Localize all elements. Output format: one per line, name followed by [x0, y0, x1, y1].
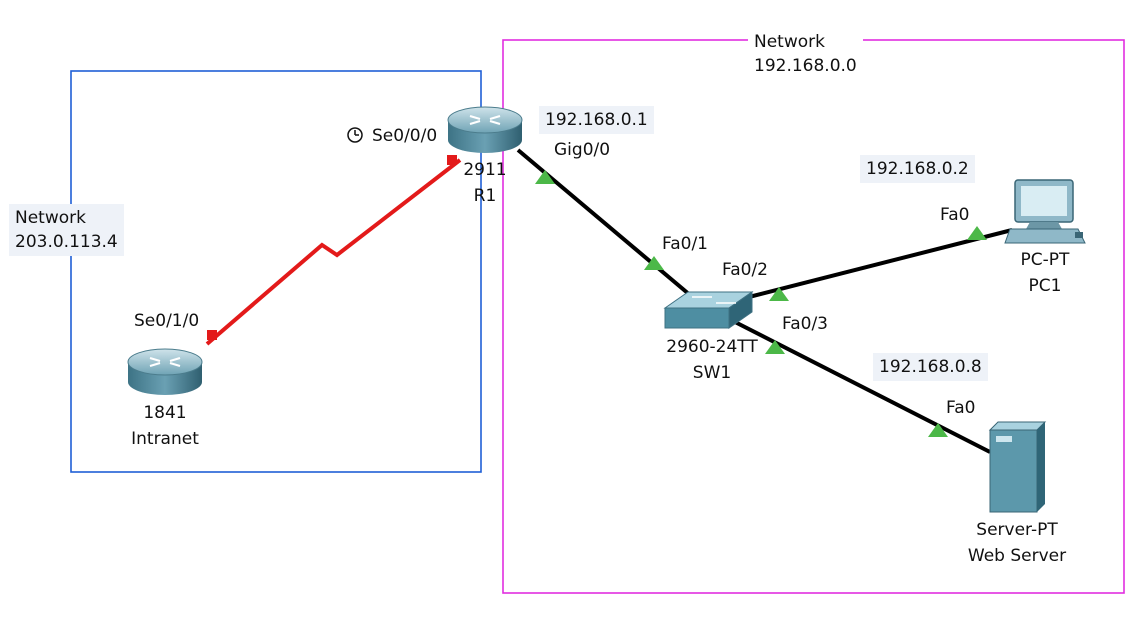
router-intranet-icon[interactable]: [127, 348, 203, 395]
sw1-model-label: 2960-24TT: [666, 337, 758, 357]
switch-sw1-icon[interactable]: [663, 291, 754, 329]
pc1-model-label: PC-PT: [1020, 250, 1070, 270]
network-label-right: Network 192.168.0.0: [748, 30, 863, 78]
server-name-label: Web Server: [967, 546, 1067, 566]
network-left-title: Network: [15, 208, 86, 228]
intranet-name-label: Intranet: [131, 429, 199, 449]
port-status-sw1-fa03: [765, 340, 785, 354]
server-port-label: Fa0: [946, 398, 976, 418]
sw1-fa02-label: Fa0/2: [722, 260, 768, 280]
pc1-port-label: Fa0: [940, 205, 970, 225]
pc1-ip-label: 192.168.0.2: [860, 155, 975, 183]
serial-port-r1[interactable]: [447, 155, 457, 165]
sw1-name-label: SW1: [692, 363, 732, 383]
pc1-icon[interactable]: [1004, 179, 1086, 244]
sw1-fa01-label: Fa0/1: [662, 234, 708, 254]
server-icon[interactable]: [988, 421, 1047, 513]
r1-gig-port-label: Gig0/0: [554, 140, 611, 160]
port-status-sw1-fa02: [769, 287, 789, 301]
port-status-r1-gig: [535, 170, 555, 184]
router-r1-icon[interactable]: [447, 106, 523, 153]
intranet-model-label: 1841: [143, 403, 187, 423]
link-sw1-server[interactable]: [734, 320, 991, 454]
serial-port-intranet[interactable]: [207, 330, 217, 340]
port-status-server-fa0: [928, 423, 948, 437]
r1-name-label: R1: [473, 186, 497, 206]
intranet-serial-port-label: Se0/1/0: [134, 311, 200, 331]
network-area-left: [70, 70, 482, 473]
pc1-name-label: PC1: [1028, 276, 1062, 296]
port-status-sw1-fa01: [644, 256, 664, 270]
server-model-label: Server-PT: [976, 520, 1058, 540]
network-right-address: 192.168.0.0: [754, 56, 857, 76]
sw1-fa03-label: Fa0/3: [782, 314, 828, 334]
port-status-pc1-fa0: [967, 226, 987, 240]
clock-icon: [347, 127, 363, 143]
network-right-title: Network: [754, 32, 825, 52]
server-ip-label: 192.168.0.8: [873, 353, 988, 381]
link-sw1-pc1[interactable]: [744, 228, 1013, 300]
r1-ip-label: 192.168.0.1: [539, 106, 654, 134]
r1-model-label: 2911: [463, 160, 507, 180]
serial-link[interactable]: [205, 158, 462, 346]
network-label-left: Network 203.0.113.4: [9, 204, 124, 256]
network-left-address: 203.0.113.4: [15, 232, 118, 252]
r1-serial-port-label: Se0/0/0: [372, 126, 438, 146]
